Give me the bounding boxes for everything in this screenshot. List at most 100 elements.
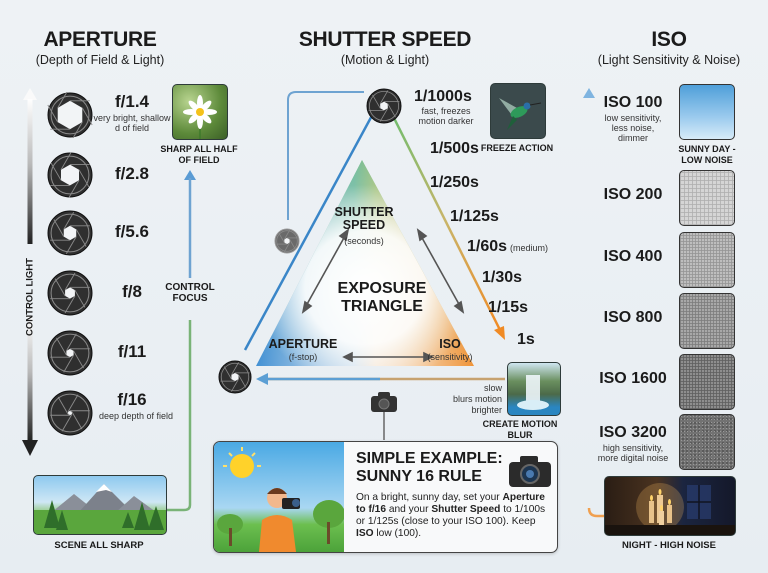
shutter-speed-item: 1/15s: [488, 299, 528, 317]
shutter-speed-item: 1/30s: [482, 269, 522, 287]
flower-photo: [172, 84, 228, 140]
shutter-speed-item: 1/60s(medium): [467, 238, 548, 256]
aperture-icon: [47, 92, 93, 138]
aperture-icon: [47, 330, 93, 376]
aperture-icon: [47, 390, 93, 436]
body-emphasis: ISO: [356, 528, 374, 539]
triangle-right-sub: (sensitivity): [427, 352, 473, 362]
camera-icon-large: [508, 454, 552, 493]
f-stop-label: f/8: [122, 282, 142, 301]
aperture-title: APERTURE: [43, 28, 157, 51]
triangle-top-sub: (seconds): [344, 236, 384, 246]
shutter-blades-icon: [366, 88, 402, 124]
hummingbird-photo: [490, 83, 546, 139]
control-focus-line: [166, 170, 196, 512]
shutter-speed-item: 1/500s: [430, 140, 479, 158]
sunny16-card: SIMPLE EXAMPLE: SUNNY 16 RULE On a brigh…: [213, 441, 558, 553]
photographer-icon: [217, 447, 345, 552]
shutter-title: SHUTTER SPEED: [298, 28, 472, 51]
mountains-icon: [34, 484, 166, 534]
freeze-caption: FREEZE ACTION: [480, 143, 554, 153]
control-light-arrow: [22, 88, 38, 456]
shutter-icon-mid: [274, 228, 300, 259]
sunny16-title-line2: SUNNY 16 RULE: [356, 468, 482, 485]
shutter-speed-note: fast, freezes motion darker: [418, 106, 474, 126]
slow-note-line: slow: [483, 383, 502, 393]
f-stop-note: deep depth of field: [98, 411, 174, 421]
iso-level-label: ISO 200: [603, 186, 663, 203]
iso-level-label: ISO 100: [603, 94, 663, 111]
triangle-top-label: SHUTTER SPEED: [334, 205, 394, 232]
shutter-speed-item: 1s: [517, 331, 535, 349]
shutter-speed-label: 1/30s: [482, 269, 523, 286]
shutter-icon-bottom: [218, 360, 252, 399]
camera-icon-small: [370, 391, 398, 418]
landscape-caption: SCENE ALL SHARP: [54, 540, 144, 551]
shutter-speed-item: 1/250s: [430, 174, 479, 192]
triangle-right-label: ISO: [439, 337, 461, 351]
shutter-subtitle: (Motion & Light): [340, 53, 430, 67]
candles-icon: [605, 483, 735, 535]
aperture-subtitle: (Depth of Field & Light): [35, 53, 165, 67]
waterfall-icon: [517, 375, 549, 410]
iso-level-note: high sensitivity, more digital noise: [597, 443, 669, 463]
shutter-speed-label: 1/500s: [430, 140, 479, 157]
daisy-icon: [183, 95, 217, 139]
triangle-left-label: APERTURE: [268, 337, 338, 351]
iso-noise-sample: [679, 293, 735, 349]
shutter-speed-label: 1/125s: [450, 208, 499, 225]
body-emphasis: Aperture to f/16: [356, 492, 545, 515]
iso-noise-sample: [679, 232, 735, 288]
iso-noise-sample: [679, 170, 735, 226]
body-text: On a bright, sunny day, set your: [356, 492, 503, 503]
iso-noise-sample: [679, 414, 735, 470]
blur-caption: CREATE MOTION BLUR: [482, 419, 558, 440]
f-stop-label: f/2.8: [114, 164, 150, 183]
iso-level-label: ISO 1600: [599, 370, 667, 387]
f-stop-label: f/11: [117, 342, 147, 361]
candles-photo: [604, 476, 736, 536]
iso-level-label: ISO 400: [603, 248, 663, 265]
shutter-speed-item: 1/125s: [450, 208, 499, 226]
iso-title: ISO: [651, 28, 687, 51]
landscape-photo: [33, 475, 167, 535]
iso-scale-line: [583, 88, 614, 518]
body-text: and your: [386, 504, 432, 515]
f-stop-label: f/5.6: [114, 222, 150, 241]
night-caption: NIGHT - HIGH NOISE: [622, 540, 716, 551]
shutter-speed-label: 1/15s: [488, 299, 529, 316]
iso-noise-sample: [679, 84, 735, 140]
iso-level-note: low sensitivity, less noise, dimmer: [604, 113, 662, 143]
body-text: to 1/100s or 1/125s (close to your ISO 1…: [356, 504, 546, 527]
triangle-left-sub: (f-stop): [288, 352, 318, 362]
waterfall-photo: [507, 362, 561, 416]
shutter-speed-note: (medium): [510, 243, 549, 253]
triangle-center-label: EXPOSURE TRIANGLE: [337, 280, 427, 315]
body-emphasis: Shutter Speed: [431, 504, 501, 515]
f-stop-label: f/1.4: [114, 92, 150, 111]
slow-note-line: blurs motion: [452, 394, 502, 404]
slow-note-line: brighter: [471, 405, 502, 415]
flower-caption: SHARP ALL HALF OF FIELD: [160, 144, 238, 165]
iso-level-label: ISO 3200: [599, 424, 667, 441]
f-stop-note: very bright, shallow d of field: [93, 113, 171, 133]
iso-subtitle: (Light Sensitivity & Noise): [597, 53, 741, 67]
sunny16-title-line1: SIMPLE EXAMPLE:: [356, 450, 503, 467]
shutter-speed-label: 1s: [517, 331, 535, 348]
photographer-illustration: [214, 442, 345, 552]
shutter-blades-icon: [218, 360, 252, 394]
f-stop-label: f/16: [117, 390, 147, 409]
control-focus-label: CONTROL FOCUS: [165, 282, 215, 304]
aperture-icon: [47, 152, 93, 198]
shutter-blades-icon: [274, 228, 300, 254]
sunny16-body: On a bright, sunny day, set your Apertur…: [356, 492, 552, 540]
body-text: low (100).: [373, 528, 422, 539]
shutter-icon-top: [366, 88, 402, 129]
shutter-speed-label: 1/60s: [467, 238, 508, 255]
iso-level-label: ISO 800: [603, 309, 663, 326]
hummingbird-icon: [499, 98, 542, 130]
shutter-speed-label: 1/1000s: [414, 88, 472, 105]
